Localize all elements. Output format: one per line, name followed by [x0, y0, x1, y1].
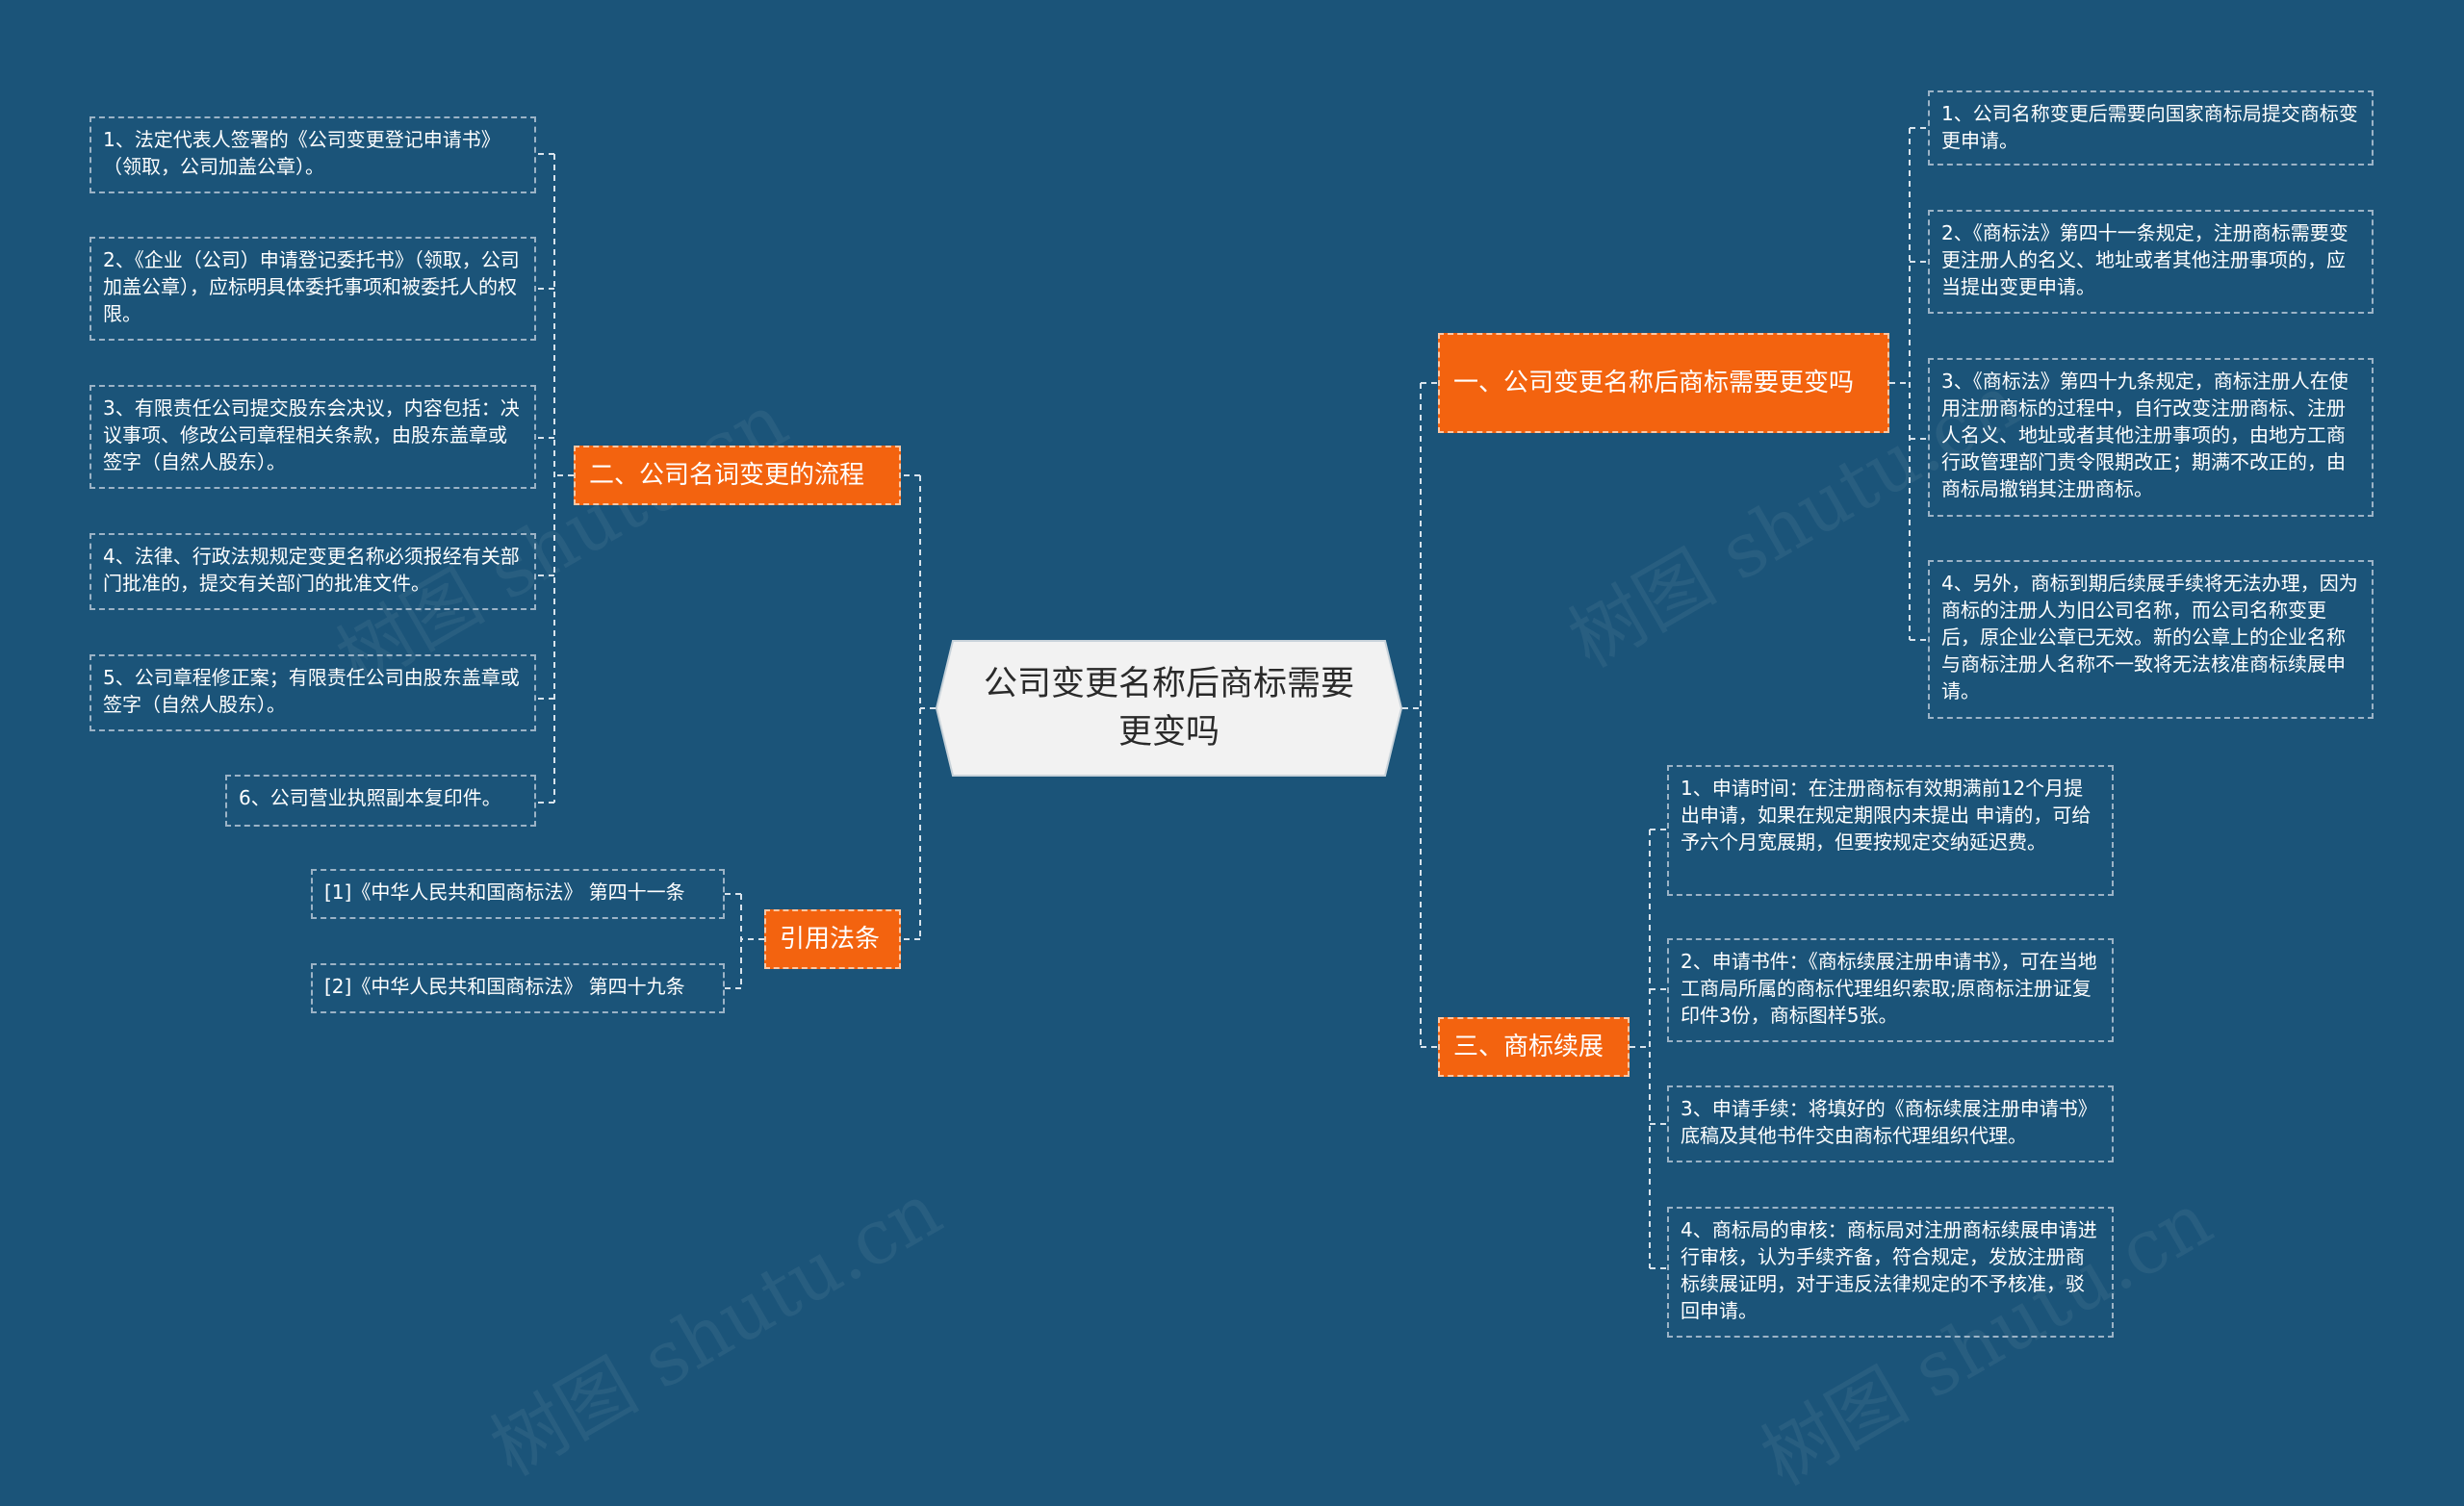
- leaf-node[interactable]: [1]《中华人民共和国商标法》 第四十一条: [311, 869, 725, 919]
- leaf-text: 2、《企业（公司）申请登记委托书》（领取，公司加盖公章），应标明具体委托事项和被…: [103, 248, 520, 325]
- leaf-text: 1、公司名称变更后需要向国家商标局提交商标变更申请。: [1941, 102, 2358, 152]
- leaf-node[interactable]: [2]《中华人民共和国商标法》 第四十九条: [311, 963, 725, 1013]
- leaf-node[interactable]: 1、申请时间：在注册商标有效期满前12个月提出申请，如果在规定期限内未提出 申请…: [1667, 765, 2114, 896]
- leaf-text: 6、公司营业执照副本复印件。: [239, 786, 501, 809]
- central-topic[interactable]: 公司变更名称后商标需要更变吗: [936, 640, 1402, 777]
- leaf-text: 4、另外，商标到期后续展手续将无法办理，因为商标的注册人为旧公司名称，而公司名称…: [1941, 572, 2358, 702]
- leaf-node[interactable]: 4、另外，商标到期后续展手续将无法办理，因为商标的注册人为旧公司名称，而公司名称…: [1928, 560, 2374, 719]
- leaf-text: 2、《商标法》第四十一条规定，注册商标需要变更注册人的名义、地址或者其他注册事项…: [1941, 221, 2348, 298]
- central-topic-shape: [936, 640, 1402, 777]
- branch-label: 一、公司变更名称后商标需要更变吗: [1453, 369, 1855, 397]
- leaf-node[interactable]: 2、《商标法》第四十一条规定，注册商标需要变更注册人的名义、地址或者其他注册事项…: [1928, 210, 2374, 314]
- branch-topic-2[interactable]: 二、公司名词变更的流程: [574, 446, 901, 505]
- leaf-node[interactable]: 4、商标局的审核：商标局对注册商标续展申请进行审核，认为手续齐备，符合规定，发放…: [1667, 1207, 2114, 1338]
- connector-lines: [536, 127, 1928, 1269]
- branch-label: 三、商标续展: [1453, 1033, 1604, 1061]
- branch-label: 引用法条: [780, 925, 881, 954]
- leaf-node[interactable]: 3、《商标法》第四十九条规定，商标注册人在使用注册商标的过程中，自行改变注册商标…: [1928, 358, 2374, 517]
- leaf-text: [1]《中华人民共和国商标法》 第四十一条: [324, 881, 685, 904]
- leaf-text: 3、有限责任公司提交股东会决议，内容包括：决议事项、修改公司章程相关条款，由股东…: [103, 396, 520, 473]
- leaf-node[interactable]: 4、法律、行政法规规定变更名称必须报经有关部门批准的，提交有关部门的批准文件。: [90, 533, 536, 610]
- leaf-text: 3、《商标法》第四十九条规定，商标注册人在使用注册商标的过程中，自行改变注册商标…: [1941, 370, 2348, 500]
- leaf-text: 5、公司章程修正案；有限责任公司由股东盖章或签字（自然人股东）。: [103, 666, 520, 716]
- branch-topic-1[interactable]: 一、公司变更名称后商标需要更变吗: [1438, 333, 1889, 433]
- leaf-text: 2、申请书件：《商标续展注册申请书》，可在当地工商局所属的商标代理组织索取;原商…: [1681, 950, 2097, 1027]
- leaf-node[interactable]: 2、《企业（公司）申请登记委托书》（领取，公司加盖公章），应标明具体委托事项和被…: [90, 237, 536, 341]
- leaf-text: [2]《中华人民共和国商标法》 第四十九条: [324, 975, 685, 998]
- mindmap-canvas: 树图 shutu.cn 树图 shutu.cn 树图 shutu.cn 树图 s…: [90, 90, 2374, 1502]
- branch-topic-4[interactable]: 引用法条: [764, 909, 901, 969]
- branch-label: 二、公司名词变更的流程: [589, 461, 865, 490]
- leaf-node[interactable]: 1、法定代表人签署的《公司变更登记申请书》（领取，公司加盖公章）。: [90, 116, 536, 193]
- leaf-node[interactable]: 1、公司名称变更后需要向国家商标局提交商标变更申请。: [1928, 90, 2374, 166]
- leaf-text: 1、法定代表人签署的《公司变更登记申请书》（领取，公司加盖公章）。: [103, 128, 500, 178]
- leaf-node[interactable]: 2、申请书件：《商标续展注册申请书》，可在当地工商局所属的商标代理组织索取;原商…: [1667, 938, 2114, 1042]
- leaf-text: 4、商标局的审核：商标局对注册商标续展申请进行审核，认为手续齐备，符合规定，发放…: [1681, 1218, 2097, 1322]
- leaf-text: 4、法律、行政法规规定变更名称必须报经有关部门批准的，提交有关部门的批准文件。: [103, 545, 520, 595]
- leaf-node[interactable]: 5、公司章程修正案；有限责任公司由股东盖章或签字（自然人股东）。: [90, 654, 536, 731]
- branch-topic-3[interactable]: 三、商标续展: [1438, 1017, 1630, 1077]
- central-topic-title: 公司变更名称后商标需要更变吗: [983, 665, 1354, 752]
- leaf-node[interactable]: 3、有限责任公司提交股东会决议，内容包括：决议事项、修改公司章程相关条款，由股东…: [90, 385, 536, 489]
- leaf-node[interactable]: 6、公司营业执照副本复印件。: [225, 775, 536, 827]
- leaf-node[interactable]: 3、申请手续：将填好的《商标续展注册申请书》底稿及其他书件交由商标代理组织代理。: [1667, 1085, 2114, 1162]
- leaf-text: 3、申请手续：将填好的《商标续展注册申请书》底稿及其他书件交由商标代理组织代理。: [1681, 1097, 2097, 1147]
- leaf-text: 1、申请时间：在注册商标有效期满前12个月提出申请，如果在规定期限内未提出 申请…: [1681, 777, 2092, 854]
